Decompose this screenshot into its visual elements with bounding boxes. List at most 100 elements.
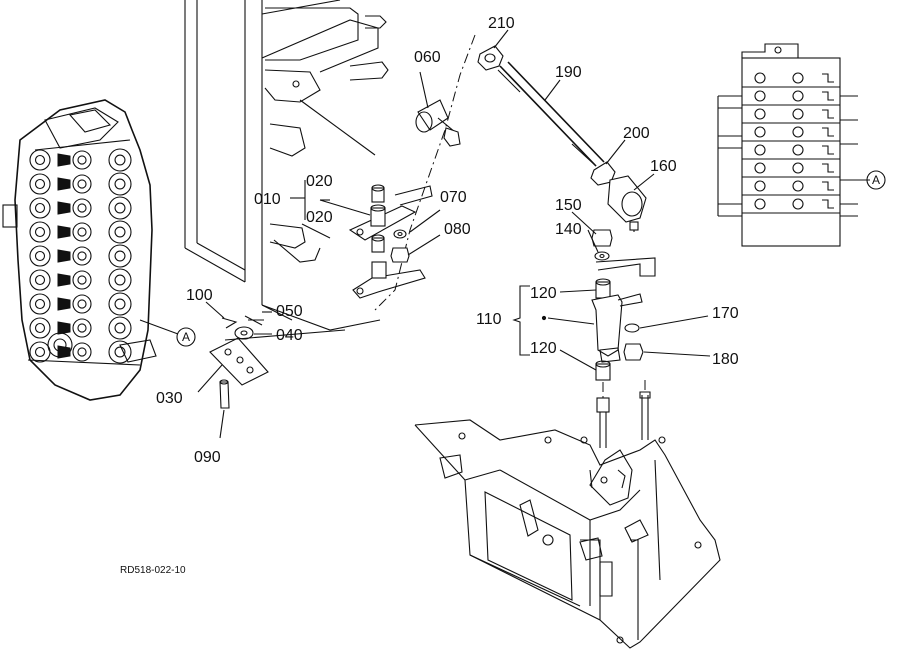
label-070: 070 [440,189,467,206]
schematic-port [792,108,804,120]
valve-port-inner [114,298,126,310]
leader-030 [197,364,223,393]
label-170: 170 [712,305,739,322]
valve-port [72,318,92,338]
schematic-port [792,162,804,174]
valve-port-inner [34,154,46,166]
schematic-port [754,90,766,102]
valve-port-inner [114,226,126,238]
valve-port [108,244,132,268]
schematic-port [754,108,766,120]
leader-120b [559,349,597,371]
valve-port-inner [114,178,126,190]
valve-port-inner [34,274,46,286]
leader-060 [419,71,429,109]
plate-030 [209,337,269,386]
leader-140 [587,229,599,253]
label-140: 140 [555,221,582,238]
bracket-110 [512,285,530,356]
bullet-110 [541,315,547,321]
schematic-symbol [822,199,834,209]
label-150: 150 [555,197,582,214]
ball-joint-060 [415,99,461,147]
leader-080 [407,234,441,256]
valve-port [72,270,92,290]
valve-port-inner [114,250,126,262]
centerline [374,34,476,311]
valve-bolt [57,297,71,311]
leader-line-ref-a-left [139,319,179,335]
bushing-120-top [595,278,611,299]
valve-port-inner [77,251,87,261]
schematic-symbol [822,127,834,137]
schematic-port [754,144,766,156]
leader-180 [643,351,711,357]
valve-bolt [57,201,71,215]
valve-port [29,221,51,243]
schematic-port [754,180,766,192]
valve-bolt [57,177,71,191]
washer-140 [594,251,610,261]
valve-port [29,269,51,291]
drawing-code: RD518-022-10 [120,565,186,576]
schematic-port [792,90,804,102]
washer-040 [234,326,254,340]
nut-080 [390,247,410,263]
schematic-port [792,72,804,84]
valve-port-inner [77,227,87,237]
snap-pin-050 [244,315,264,326]
valve-port-inner [114,322,126,334]
ref-marker-a-left: A [176,327,196,347]
ref-marker-a-right: A [866,170,886,190]
schematic-port [754,126,766,138]
label-020-b: 020 [306,209,333,226]
valve-port [29,317,51,339]
label-100: 100 [186,287,213,304]
schematic-port [754,162,766,174]
lever-bracket [348,185,433,299]
schematic-port [792,126,804,138]
label-120-a: 120 [530,285,557,302]
label-120-b: 120 [530,340,557,357]
leader-020a-b [319,199,371,216]
leader-120a [559,289,597,293]
schematic-symbol [822,181,834,191]
valve-port-inner [77,299,87,309]
schematic-port [792,198,804,210]
valve-port [108,340,132,364]
valve-port [108,148,132,172]
valve-port [29,293,51,315]
valve-port [72,150,92,170]
valve-bolt [57,273,71,287]
valve-port [108,196,132,220]
leader-090 [219,409,225,439]
valve-port-inner [34,346,46,358]
valve-port [29,197,51,219]
valve-port [108,220,132,244]
valve-port-inner [77,347,87,357]
leader-210 [493,29,509,49]
valve-port-inner [34,322,46,334]
schematic-port [754,198,766,210]
valve-port-inner [34,226,46,238]
label-050: 050 [276,303,303,320]
part-labels: 210 060 190 200 160 020 010 020 070 080 … [156,15,739,466]
schematic-symbol [822,73,834,83]
valve-port [29,245,51,267]
label-090: 090 [194,449,221,466]
base-frame [414,380,721,649]
schematic-symbol [822,163,834,173]
valve-port-inner [77,203,87,213]
label-060: 060 [414,49,441,66]
schematic-symbol [822,91,834,101]
schematic-port [792,180,804,192]
snap-pin-100 [221,317,238,329]
leader-070 [409,209,441,233]
valve-port-inner [34,202,46,214]
valve-port [72,342,92,362]
valve-port-inner [77,323,87,333]
nut-180 [623,343,644,361]
leader-100 [205,301,225,319]
